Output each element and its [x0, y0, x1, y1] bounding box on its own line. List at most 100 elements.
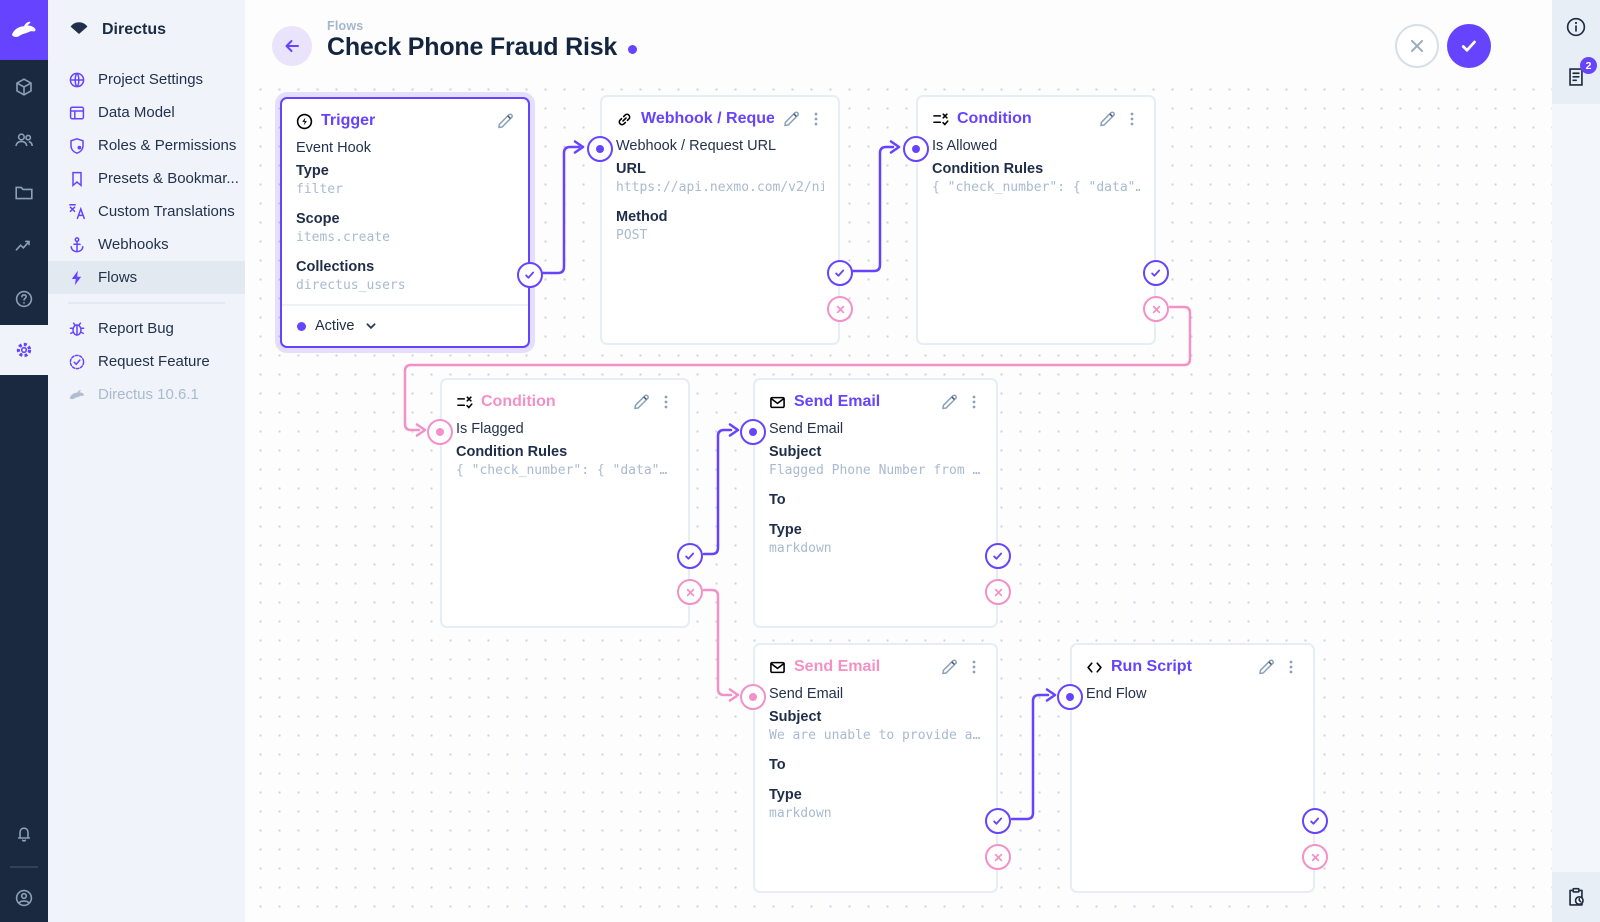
- connector-input[interactable]: [1057, 684, 1083, 710]
- connector-resolve[interactable]: [985, 543, 1011, 569]
- connector-input[interactable]: [903, 136, 929, 162]
- flow-panel-condition-flagged[interactable]: Condition Is Flagged Condition Rules { "…: [427, 378, 703, 628]
- edit-panel-button[interactable]: [496, 112, 514, 130]
- field-label: Scope: [296, 211, 340, 227]
- flow-panel-send-email-flagged[interactable]: Send Email Send Email Subject Flagged Ph…: [740, 378, 1011, 628]
- flow-info-button[interactable]: [1562, 13, 1590, 41]
- breadcrumb[interactable]: Flows: [327, 19, 364, 33]
- flow-panel-webhook[interactable]: Webhook / Request URL Webhook / Request …: [587, 95, 853, 345]
- flow-logs-button[interactable]: 2: [1562, 57, 1597, 91]
- connector-reject[interactable]: [1143, 296, 1169, 322]
- x-icon: [836, 305, 844, 313]
- sidebar-item-flows[interactable]: Flows: [48, 261, 245, 294]
- revisions-button[interactable]: [1562, 883, 1590, 911]
- edit-panel-button[interactable]: [782, 110, 800, 128]
- panel-menu-button[interactable]: [808, 111, 824, 127]
- cancel-button[interactable]: [1395, 24, 1439, 68]
- module-users[interactable]: [0, 113, 48, 166]
- module-settings[interactable]: [0, 325, 48, 375]
- panel-menu-button[interactable]: [966, 659, 982, 675]
- field-value: Flagged Phone Number from …: [769, 463, 981, 478]
- pencil-icon: [942, 394, 957, 410]
- connector-resolve[interactable]: [1143, 260, 1169, 286]
- connector-input[interactable]: [587, 136, 613, 162]
- save-button[interactable]: [1447, 24, 1491, 68]
- field-value: markdown: [769, 541, 832, 556]
- connector-reject[interactable]: [985, 579, 1011, 605]
- module-insights[interactable]: [0, 219, 48, 272]
- table-icon: [69, 105, 85, 120]
- panel-title: Condition: [481, 393, 556, 410]
- connector-resolve[interactable]: [677, 543, 703, 569]
- module-files[interactable]: [0, 166, 48, 219]
- field-label: Condition Rules: [456, 444, 568, 460]
- account-button[interactable]: [0, 874, 48, 922]
- x-icon: [1152, 305, 1160, 313]
- chevron-down-icon: [366, 323, 375, 330]
- field-label: Subject: [769, 444, 822, 460]
- project-header[interactable]: Directus: [48, 0, 245, 60]
- flow-canvas[interactable]: Flows Check Phone Fraud Risk Trigger Eve…: [245, 0, 1552, 922]
- sidebar-item-project-settings[interactable]: Project Settings: [48, 63, 245, 96]
- edit-panel-button[interactable]: [940, 658, 958, 676]
- check-icon: [525, 271, 535, 279]
- connector-reject[interactable]: [677, 579, 703, 605]
- sidebar-item-data-model[interactable]: Data Model: [48, 96, 245, 129]
- sidebar-item-label: Request Feature: [98, 353, 210, 370]
- connector-resolve[interactable]: [985, 808, 1011, 834]
- directus-logo[interactable]: [0, 0, 48, 60]
- bug-icon: [69, 321, 85, 336]
- flow-edges: [403, 140, 1192, 821]
- flow-status-toggle[interactable]: Active: [282, 304, 528, 346]
- panel-name: Send Email: [769, 686, 844, 702]
- pencil-icon: [784, 111, 799, 127]
- flow-header: Flows Check Phone Fraud Risk: [245, 0, 1552, 84]
- pencil-icon: [1100, 111, 1115, 127]
- connector-reject[interactable]: [827, 296, 853, 322]
- connector-input[interactable]: [740, 419, 766, 445]
- edit-panel-button[interactable]: [1257, 658, 1275, 676]
- panel-menu-button[interactable]: [1283, 659, 1299, 675]
- project-name: Directus: [102, 21, 167, 38]
- bookmark-icon: [72, 171, 82, 187]
- module-content[interactable]: [0, 60, 48, 113]
- panel-title: Webhook / Request URL: [641, 110, 774, 127]
- module-bar: [0, 0, 48, 922]
- connector-resolve[interactable]: [827, 260, 853, 286]
- connector-reject[interactable]: [985, 844, 1011, 870]
- back-button[interactable]: [272, 26, 312, 66]
- sidebar-item-request-feature[interactable]: Request Feature: [48, 345, 245, 378]
- panel-menu-button[interactable]: [658, 394, 674, 410]
- connector-input[interactable]: [427, 419, 453, 445]
- sidebar-item-report-bug[interactable]: Report Bug: [48, 312, 245, 345]
- sidebar-item-label: Presets & Bookmar...: [98, 170, 239, 187]
- notifications-button[interactable]: [0, 807, 48, 860]
- connector-reject[interactable]: [1302, 844, 1328, 870]
- panel-menu-button[interactable]: [1124, 111, 1140, 127]
- flow-panel-condition-allowed[interactable]: Condition Is Allowed Condition Rules { "…: [903, 95, 1169, 345]
- nav-divider: [68, 302, 225, 304]
- sidebar-item-roles-permissions[interactable]: Roles & Permissions: [48, 129, 245, 162]
- flow-panel-send-email-unable[interactable]: Send Email Send Email Subject We are una…: [740, 643, 1011, 893]
- edit-panel-button[interactable]: [940, 393, 958, 411]
- connector-resolve[interactable]: [1302, 808, 1328, 834]
- connector-resolve[interactable]: [517, 262, 543, 288]
- field-label: Condition Rules: [932, 161, 1044, 177]
- sidebar-item-webhooks[interactable]: Webhooks: [48, 228, 245, 261]
- panel-menu-button[interactable]: [966, 394, 982, 410]
- flow-panel-trigger[interactable]: Trigger Event Hook Type filter Scope ite…: [280, 97, 543, 348]
- field-label: Method: [616, 209, 668, 225]
- field-value: items.create: [296, 230, 390, 245]
- sidebar-item-custom-translations[interactable]: Custom Translations: [48, 195, 245, 228]
- edit-panel-button[interactable]: [1098, 110, 1116, 128]
- flow-panel-run-script[interactable]: Run Script End Flow: [1057, 643, 1328, 893]
- module-help[interactable]: [0, 272, 48, 325]
- edit-panel-button[interactable]: [632, 393, 650, 411]
- panel-name: Send Email: [769, 421, 844, 437]
- connector-input[interactable]: [740, 684, 766, 710]
- bolt-circle-icon: [296, 113, 313, 130]
- rabbit-icon: [11, 21, 36, 37]
- panel-title: Send Email: [794, 393, 881, 410]
- sidebar-item-presets-bookmarks[interactable]: Presets & Bookmar...: [48, 162, 245, 195]
- info-icon: [1566, 17, 1586, 37]
